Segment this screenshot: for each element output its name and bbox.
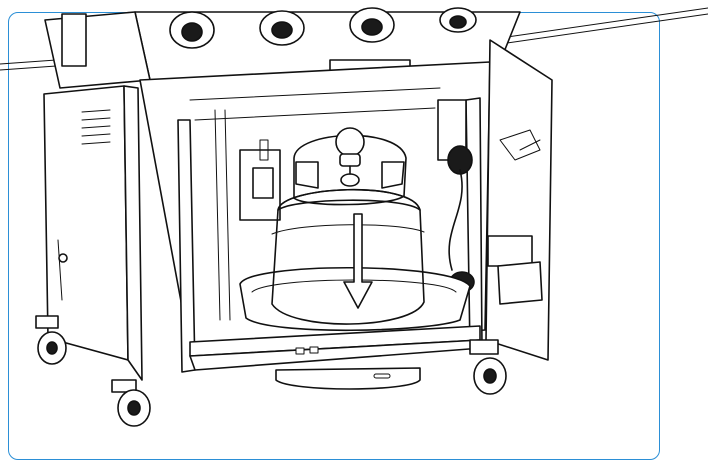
- control-knob: [259, 10, 305, 46]
- caster-wheel: [469, 339, 507, 395]
- control-panel: [44, 7, 521, 89]
- cabinet-door-right: [485, 39, 553, 361]
- tank-valve: [339, 153, 361, 187]
- caster-wheel: [35, 315, 67, 365]
- caster-wheel: [111, 379, 151, 427]
- propane-tank: [271, 127, 425, 325]
- control-knob: [169, 11, 215, 49]
- control-knob: [439, 7, 477, 33]
- tank-lower: [275, 367, 421, 390]
- cabinet-front-frame: [177, 97, 483, 373]
- cabinet-door-left: [43, 85, 143, 381]
- gas-regulator: [437, 99, 543, 305]
- door-vents: [81, 109, 111, 145]
- control-knob: [349, 7, 395, 43]
- arrow-down-icon: [343, 213, 373, 309]
